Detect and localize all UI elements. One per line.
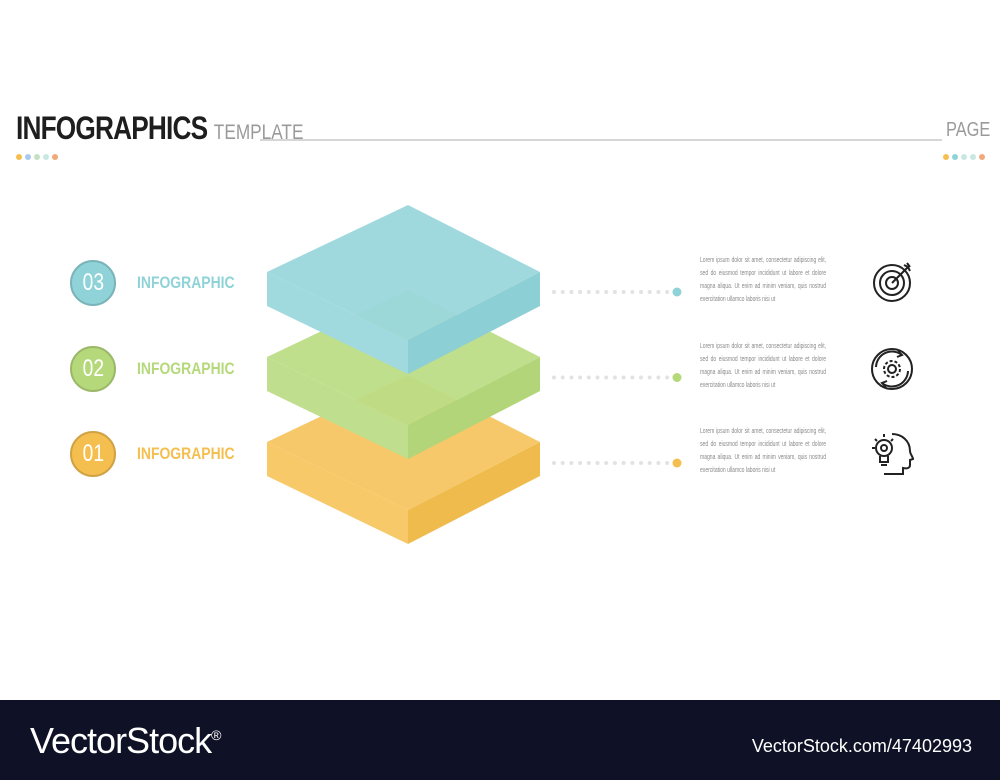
connector-dot: [621, 290, 626, 294]
header-dot: [952, 154, 958, 160]
connector-dot: [612, 375, 617, 380]
image-id: VectorStock.com/47402993: [751, 736, 972, 756]
connector-dot: [639, 290, 643, 294]
connector-dot: [586, 461, 591, 465]
step-description: Lorem ipsum dolor sit amet, consectetur …: [700, 340, 826, 389]
step-number: 01: [82, 440, 104, 467]
header-dots-left: [16, 154, 58, 160]
connector-dot: [621, 375, 626, 380]
connector-dot: [578, 290, 583, 294]
header-dot: [943, 154, 949, 160]
connector-dot: [639, 375, 643, 380]
connector-dot: [569, 290, 574, 294]
connector-dot: [647, 461, 652, 465]
connector-dot: [560, 290, 565, 294]
header-dot: [34, 154, 40, 160]
header-dot: [43, 154, 49, 160]
connector-dot: [665, 290, 670, 294]
connector-dot: [595, 375, 600, 380]
header-dot: [16, 154, 22, 160]
step-number-badge: 01: [70, 431, 116, 477]
connector-dot: [612, 461, 617, 465]
connector-dot: [586, 290, 591, 294]
connector-dot: [630, 290, 635, 294]
connector-dot: [569, 461, 574, 465]
footer-bar: VectorStock® VectorStock.com/47402993: [0, 700, 1000, 780]
connector-dot: [647, 290, 652, 294]
connector-dot: [552, 290, 556, 294]
step-label: INFOGRAPHIC: [137, 358, 235, 378]
connector-dot: [604, 461, 609, 465]
connector-dot: [560, 375, 565, 380]
header-dot: [961, 154, 967, 160]
layer-stack: [267, 205, 682, 544]
page-title: INFOGRAPHICS TEMPLATE: [16, 110, 303, 147]
connector-dot: [621, 461, 626, 465]
connector-dot: [604, 290, 609, 294]
page-label: PAGE: [946, 119, 991, 141]
header-rule: [260, 139, 942, 141]
step-number-badge: 03: [70, 260, 116, 306]
step-description: Lorem ipsum dolor sit amet, consectetur …: [700, 426, 826, 474]
connector-dot: [595, 461, 600, 465]
connector-dot: [656, 461, 661, 465]
header-dot: [25, 154, 31, 160]
connector-end-dot: [672, 287, 682, 297]
connector-dot: [647, 375, 652, 380]
connector-dot: [665, 461, 670, 465]
head-idea-icon: [872, 433, 915, 475]
connector-dot: [656, 375, 661, 380]
connector-dot: [578, 461, 583, 465]
connector-dot: [656, 290, 661, 294]
title-subtitle: TEMPLATE: [213, 121, 304, 144]
connector-dot: [578, 375, 583, 380]
header-dots-right: [943, 154, 985, 160]
connector-dot: [560, 461, 565, 465]
vectorstock-logo: VectorStock®: [30, 720, 221, 761]
connector-dot: [612, 290, 617, 294]
connector-end-dot: [672, 458, 682, 468]
gear-cycle-icon: [871, 347, 913, 390]
connector-end-dot: [672, 373, 682, 382]
connector-dot: [639, 461, 643, 465]
header-dot: [970, 154, 976, 160]
target-arrow-icon: [873, 262, 911, 302]
connector-dot: [552, 375, 556, 380]
title-text: INFOGRAPHICS: [16, 110, 208, 146]
connector-dot: [569, 375, 574, 380]
connector-dot: [595, 290, 600, 294]
step-description: Lorem ipsum dolor sit amet, consectetur …: [700, 255, 826, 303]
step-label: INFOGRAPHIC: [137, 273, 235, 292]
connector-dot: [630, 461, 635, 465]
connector-dot: [604, 375, 609, 380]
connector-dot: [552, 461, 556, 465]
step-number: 03: [82, 269, 104, 296]
connector-dot: [630, 375, 635, 380]
step-number: 02: [82, 354, 104, 382]
header-dot: [979, 154, 985, 160]
connector-dot: [586, 375, 591, 380]
connector-dot: [665, 375, 670, 380]
step-number-badge: 02: [70, 345, 116, 392]
header-dot: [52, 154, 58, 160]
step-label: INFOGRAPHIC: [137, 444, 235, 463]
layer-03: [267, 205, 540, 374]
